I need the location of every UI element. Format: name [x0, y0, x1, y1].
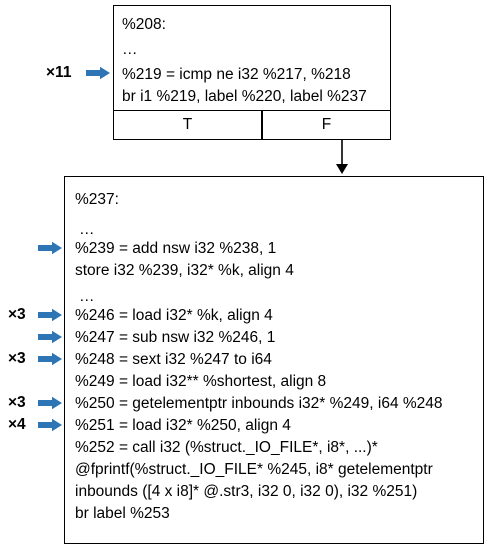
- basic-block-237: %237: … %239 = add nsw i32 %238, 1 store…: [64, 176, 484, 544]
- exec-count-219: ×11: [46, 64, 72, 81]
- right-arrow-icon: [38, 330, 62, 344]
- right-arrow-icon: [38, 396, 62, 410]
- branch-divider: [261, 111, 263, 139]
- block2-line-ellipsis-2: …: [79, 288, 95, 305]
- block2-line-239: %239 = add nsw i32 %238, 1: [75, 240, 277, 257]
- branch-true-cell: T: [182, 116, 193, 133]
- block2-line-store: store i32 %239, i32* %k, align 4: [75, 262, 294, 279]
- exec-count-250: ×3: [8, 394, 26, 411]
- branch-row: T F: [114, 110, 390, 139]
- block2-line-247: %247 = sub nsw i32 %246, 1: [75, 329, 276, 346]
- exec-count-251: ×4: [8, 416, 26, 433]
- right-arrow-icon: [38, 418, 62, 432]
- block1-line-label: %208:: [122, 16, 166, 33]
- exec-count-248: ×3: [8, 350, 26, 367]
- block2-line-252: %252 = call i32 (%struct._IO_FILE*, i8*,…: [75, 439, 378, 456]
- block2-line-label: %237:: [75, 191, 119, 208]
- right-arrow-icon: [86, 66, 110, 80]
- block1-line-br: br i1 %219, label %220, label %237: [122, 88, 367, 105]
- branch-false-cell: F: [321, 116, 332, 133]
- block2-line-ellipsis-1: …: [79, 221, 95, 238]
- right-arrow-icon: [38, 352, 62, 366]
- block2-line-br: br label %253: [75, 505, 170, 522]
- block2-line-fprintf: @fprintf(%struct._IO_FILE* %245, i8* get…: [75, 461, 433, 478]
- block2-line-251: %251 = load i32* %250, align 4: [75, 417, 291, 434]
- block2-line-inbounds: inbounds ([4 x i8]* @.str3, i32 0, i32 0…: [75, 483, 418, 500]
- right-arrow-icon: [38, 308, 62, 322]
- right-arrow-icon: [38, 241, 62, 255]
- block2-line-250: %250 = getelementptr inbounds i32* %249,…: [75, 395, 443, 412]
- block2-line-249: %249 = load i32** %shortest, align 8: [75, 373, 327, 390]
- block2-line-248: %248 = sext i32 %247 to i64: [75, 351, 272, 368]
- block2-line-246: %246 = load i32* %k, align 4: [75, 307, 273, 324]
- block1-line-icmp: %219 = icmp ne i32 %217, %218: [122, 66, 351, 83]
- exec-count-246: ×3: [8, 306, 26, 323]
- block1-line-ellipsis: …: [122, 41, 138, 58]
- basic-block-208: %208: … %219 = icmp ne i32 %217, %218 br…: [113, 5, 391, 140]
